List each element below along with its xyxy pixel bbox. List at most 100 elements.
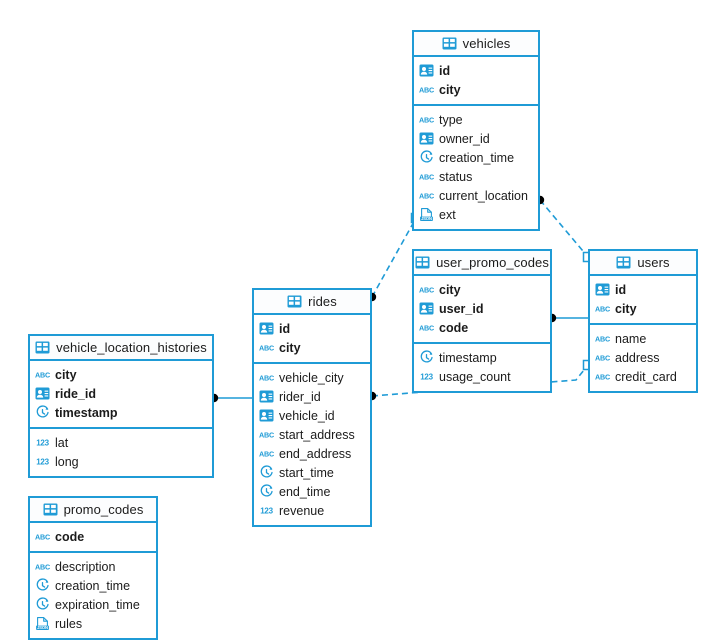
- field-name: end_time: [279, 484, 331, 499]
- abc-text-icon: ABC: [259, 446, 274, 461]
- field-row[interactable]: rider_id: [254, 387, 370, 406]
- table-header[interactable]: users: [590, 251, 696, 276]
- table-header[interactable]: vehicles: [414, 32, 538, 57]
- field-name: city: [439, 82, 461, 97]
- table-title: promo_codes: [63, 502, 144, 517]
- svg-text:ABC: ABC: [259, 430, 274, 439]
- abc-text-icon: ABC: [595, 331, 610, 346]
- field-row[interactable]: expiration_time: [30, 595, 156, 614]
- field-row[interactable]: start_time: [254, 463, 370, 482]
- field-row[interactable]: ABC city: [414, 80, 538, 99]
- field-row[interactable]: user_id: [414, 299, 550, 318]
- svg-text:ABC: ABC: [259, 343, 274, 352]
- field-row[interactable]: id: [254, 319, 370, 338]
- abc-text-icon: ABC: [419, 320, 434, 335]
- table-grid-icon: [35, 341, 50, 354]
- relationship-line-rides-to-vehicles[interactable]: [371, 217, 417, 298]
- field-row[interactable]: creation_time: [414, 148, 538, 167]
- abc-text-icon: ABC: [595, 369, 610, 384]
- svg-text:ABC: ABC: [419, 172, 434, 181]
- svg-text:123: 123: [36, 439, 49, 448]
- uuid-badge-icon: [595, 282, 610, 297]
- field-row[interactable]: end_time: [254, 482, 370, 501]
- svg-text:123: 123: [420, 373, 433, 382]
- table-title: vehicles: [462, 36, 511, 51]
- abc-text-icon: ABC: [419, 82, 434, 97]
- abc-text-icon: ABC: [419, 112, 434, 127]
- abc-text-icon: ABC: [595, 350, 610, 365]
- field-row[interactable]: id: [414, 61, 538, 80]
- uuid-badge-icon: [419, 131, 434, 146]
- clock-icon: [259, 484, 274, 499]
- table-header[interactable]: user_promo_codes: [414, 251, 550, 276]
- table-header[interactable]: promo_codes: [30, 498, 156, 523]
- svg-text:ABC: ABC: [259, 449, 274, 458]
- field-name: current_location: [439, 188, 528, 203]
- field-name: owner_id: [439, 131, 490, 146]
- abc-text-icon: ABC: [35, 367, 50, 382]
- field-row[interactable]: vehicle_id: [254, 406, 370, 425]
- field-row[interactable]: owner_id: [414, 129, 538, 148]
- field-row[interactable]: ABC city: [254, 338, 370, 357]
- table-title: users: [637, 255, 670, 270]
- json-document-icon: JSON: [419, 207, 434, 222]
- table-grid-icon: [442, 37, 457, 50]
- field-row[interactable]: timestamp: [414, 348, 550, 367]
- field-name: city: [279, 340, 301, 355]
- svg-text:123: 123: [260, 507, 273, 516]
- abc-text-icon: ABC: [35, 559, 50, 574]
- field-name: city: [615, 301, 637, 316]
- field-row[interactable]: ABC city: [30, 365, 212, 384]
- table-grid-icon: [43, 503, 58, 516]
- field-row[interactable]: ride_id: [30, 384, 212, 403]
- table-header[interactable]: rides: [254, 290, 370, 315]
- svg-text:ABC: ABC: [419, 85, 434, 94]
- svg-text:ABC: ABC: [35, 532, 50, 541]
- svg-text:JSON: JSON: [37, 625, 48, 630]
- json-document-icon: JSON: [35, 616, 50, 631]
- field-row[interactable]: timestamp: [30, 403, 212, 422]
- abc-text-icon: ABC: [35, 529, 50, 544]
- field-name: timestamp: [439, 350, 497, 365]
- table-title: rides: [308, 294, 337, 309]
- table-header[interactable]: vehicle_location_histories: [30, 336, 212, 361]
- field-name: city: [55, 367, 77, 382]
- field-row[interactable]: creation_time: [30, 576, 156, 595]
- field-row[interactable]: id: [590, 280, 696, 299]
- field-name: id: [439, 63, 451, 78]
- field-name: start_time: [279, 465, 334, 480]
